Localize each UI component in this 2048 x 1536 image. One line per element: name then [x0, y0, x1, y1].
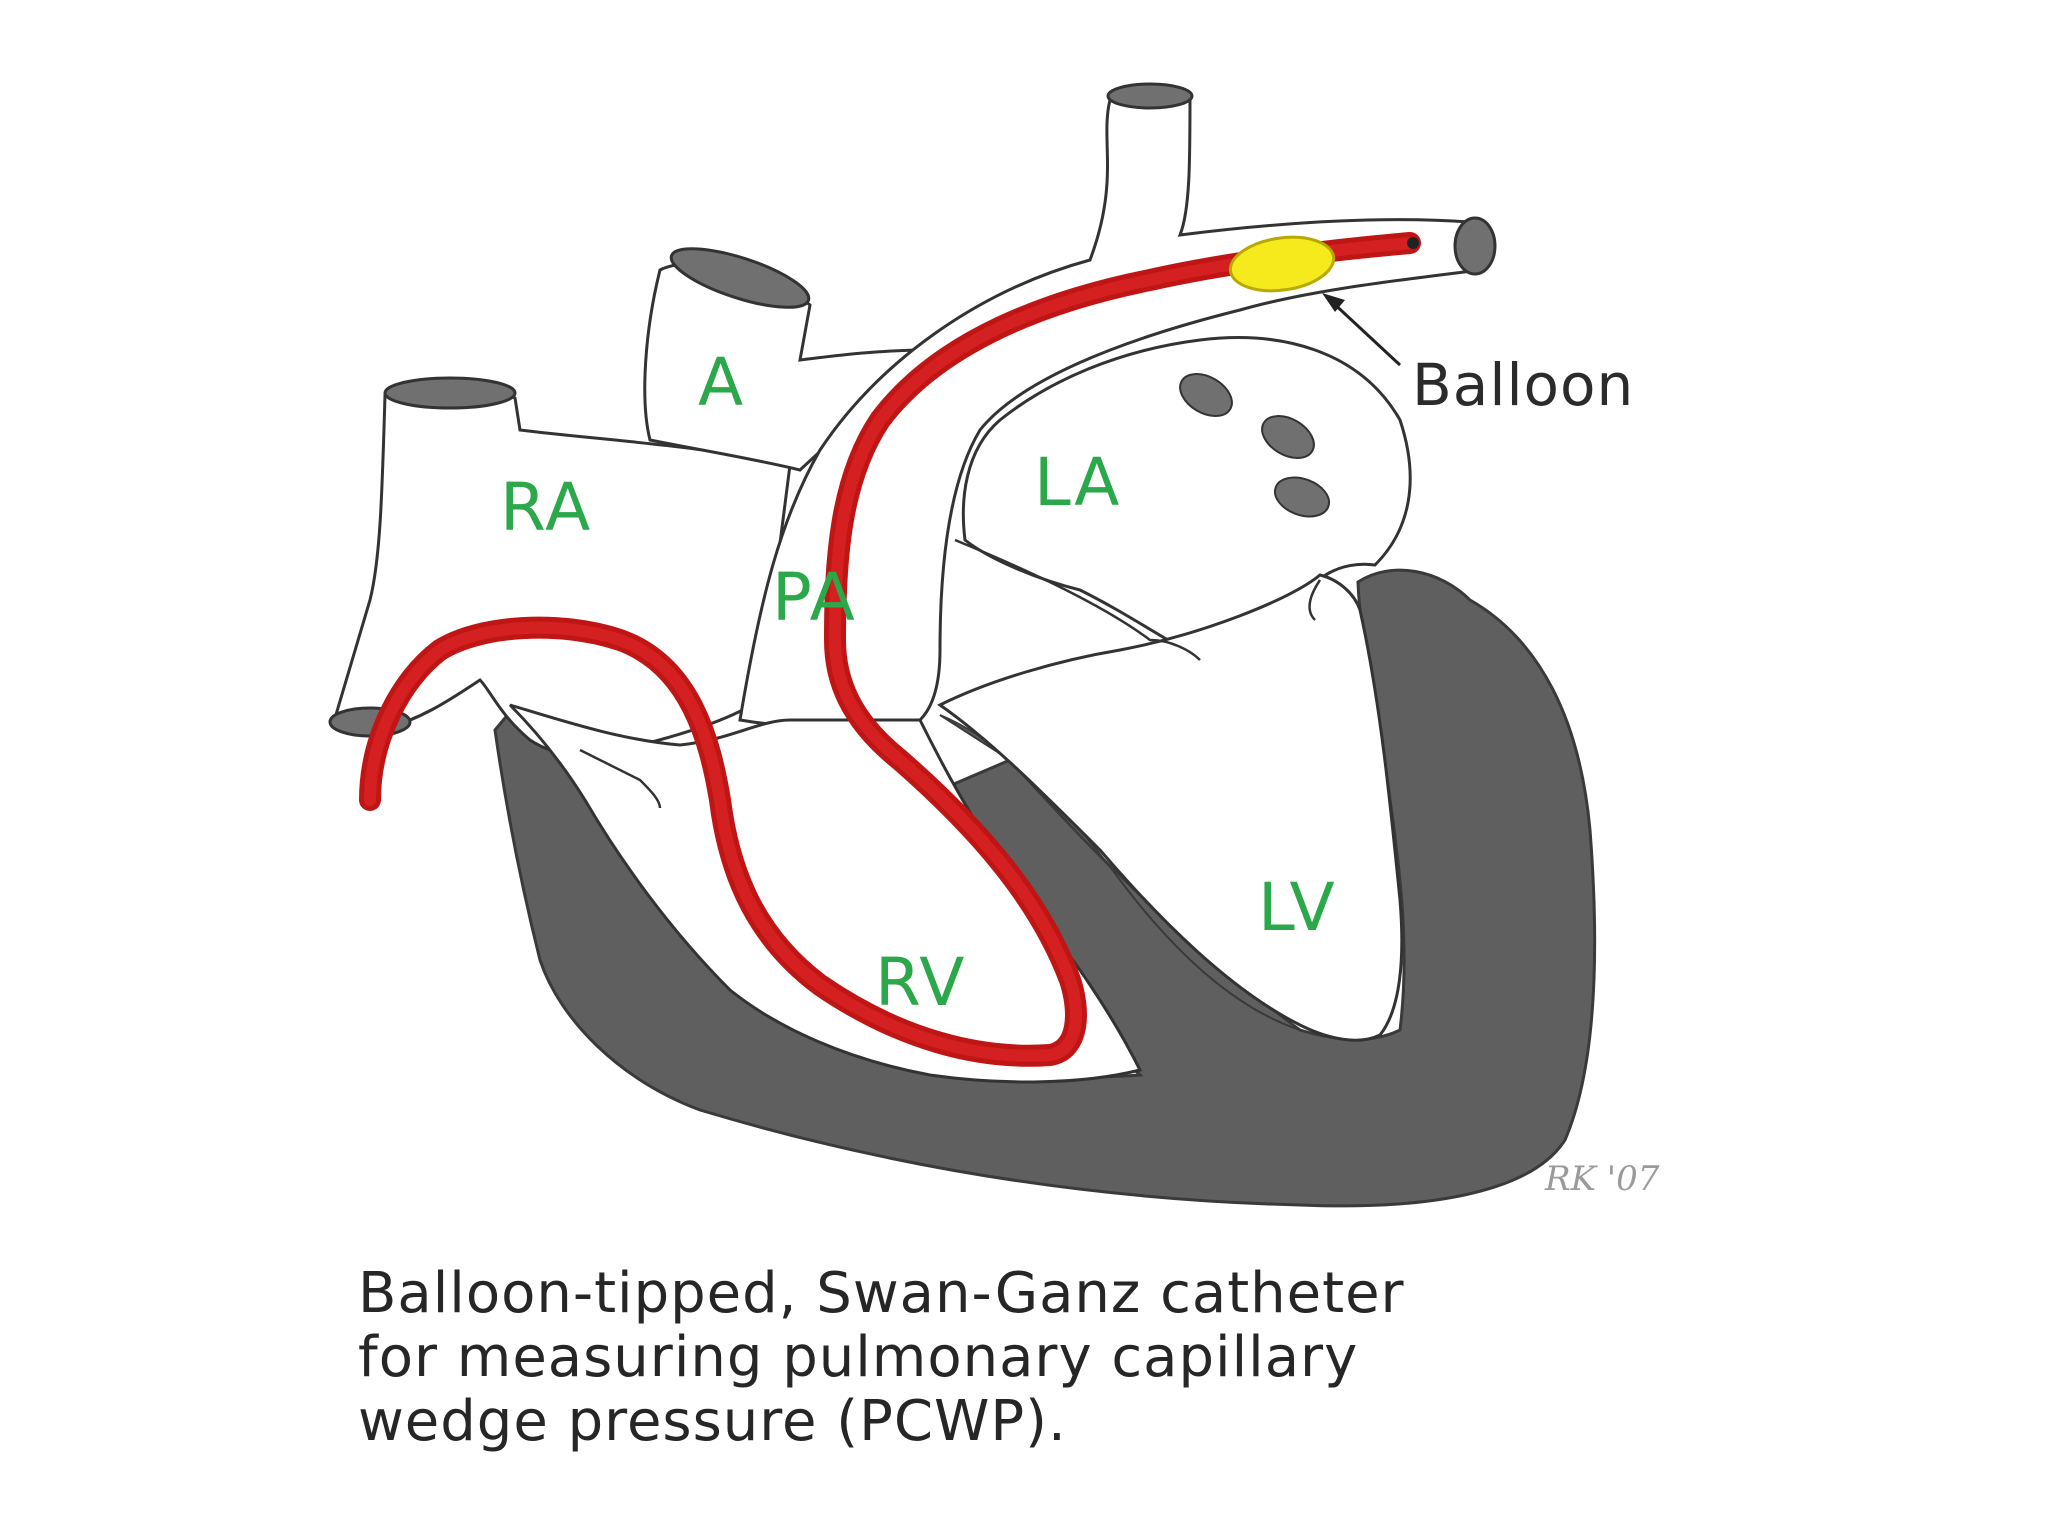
- right-ventricle-chamber: [508, 703, 1143, 1084]
- pulmonary-vein-opening: [1179, 373, 1233, 417]
- aorta-opening: [669, 247, 811, 309]
- caption-line-2: for measuring pulmonary capillary: [358, 1325, 1359, 1390]
- figure-caption: Balloon-tipped, Swan-Ganz catheter for m…: [358, 1262, 1858, 1454]
- tricuspid-valve-line: [579, 748, 662, 809]
- pulmonary-vein-opening: [1273, 476, 1331, 518]
- valve-leaflet: [1308, 579, 1322, 621]
- catheter-tip: [1407, 237, 1419, 249]
- label-ra: RA: [500, 469, 592, 546]
- label-la: LA: [1034, 444, 1121, 521]
- artist-signature: RK '07: [1544, 1159, 1660, 1199]
- balloon-shape: [1228, 235, 1336, 293]
- pulmonary-vein-opening: [1261, 415, 1315, 459]
- caption-line-1: Balloon-tipped, Swan-Ganz catheter: [358, 1261, 1405, 1326]
- swan-ganz-catheter-highlight: [364, 237, 1416, 1062]
- label-pa: PA: [772, 559, 857, 636]
- svc-opening: [383, 376, 517, 410]
- pa-branch-opening: [1453, 216, 1497, 276]
- balloon-callout-line: [1328, 298, 1402, 367]
- label-lv: LV: [1258, 869, 1337, 946]
- label-rv: RV: [875, 944, 966, 1021]
- balloon-callout-arrowhead: [1322, 293, 1345, 312]
- pa-opening-top: [1106, 82, 1194, 110]
- label-balloon: Balloon: [1412, 351, 1634, 419]
- label-a: A: [698, 344, 745, 421]
- caption-line-3: wedge pressure (PCWP).: [358, 1389, 1067, 1454]
- mitral-valve-line: [954, 538, 1201, 661]
- left-ventricle-chamber: [937, 573, 1404, 1042]
